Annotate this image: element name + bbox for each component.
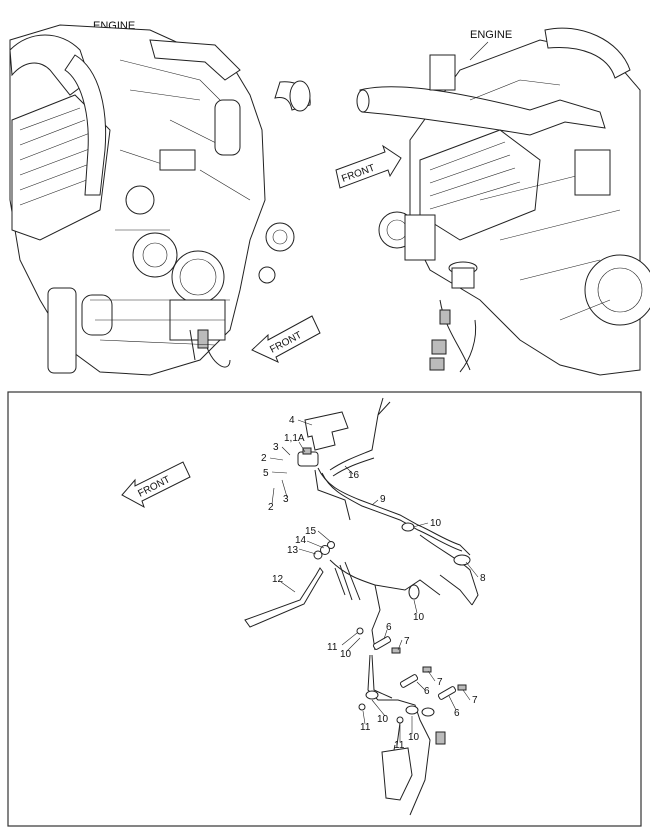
- callout-10-left: 10: [340, 649, 352, 660]
- callout-10-low-right: 10: [408, 732, 420, 743]
- harness-front-arrow-icon: FRONT: [121, 461, 191, 509]
- callout-10-mid: 10: [413, 612, 425, 623]
- right-engine-illustration: ENGINE FRONT: [335, 27, 650, 376]
- callout-2-bottom: 2: [268, 502, 274, 513]
- harness-detail-frame: [7, 391, 642, 827]
- callout-13: 13: [287, 545, 299, 556]
- callout-15: 15: [305, 526, 317, 537]
- callout-14: 14: [295, 535, 307, 546]
- callout-3-top: 3: [273, 442, 279, 453]
- callout-11-mid: 11: [360, 722, 371, 733]
- callout-10-upper: 10: [430, 518, 442, 529]
- callout-11-top: 11: [327, 642, 338, 653]
- harness-callouts: 4 1,1A 3 2 5 3 2 16 9 10 15 14 13 8 12 1…: [261, 415, 486, 751]
- callout-8: 8: [480, 573, 486, 584]
- right-engine-caption: ENGINE: [470, 29, 512, 41]
- callout-16: 16: [348, 470, 360, 481]
- callout-6-mid: 6: [424, 686, 430, 697]
- callout-9: 9: [380, 494, 386, 505]
- left-front-arrow-icon: FRONT: [251, 315, 321, 363]
- callout-5: 5: [263, 468, 269, 479]
- left-engine-illustration: ENGINE FRONT: [9, 20, 321, 376]
- callout-4: 4: [289, 415, 295, 426]
- callout-7-top: 7: [404, 636, 410, 647]
- right-front-arrow-icon: FRONT: [335, 144, 402, 189]
- callout-6-top: 6: [386, 622, 392, 633]
- callout-10-low-left: 10: [377, 714, 389, 725]
- callout-1-1a: 1,1A: [284, 433, 305, 444]
- callout-7-right: 7: [472, 695, 478, 706]
- callout-3-bottom: 3: [283, 494, 289, 505]
- callout-7-mid: 7: [437, 677, 443, 688]
- callout-2-top: 2: [261, 453, 267, 464]
- wiring-harness-illustration: [244, 397, 479, 816]
- callout-6-right: 6: [454, 708, 460, 719]
- callout-11-low: 11: [394, 740, 405, 751]
- callout-12: 12: [272, 574, 284, 585]
